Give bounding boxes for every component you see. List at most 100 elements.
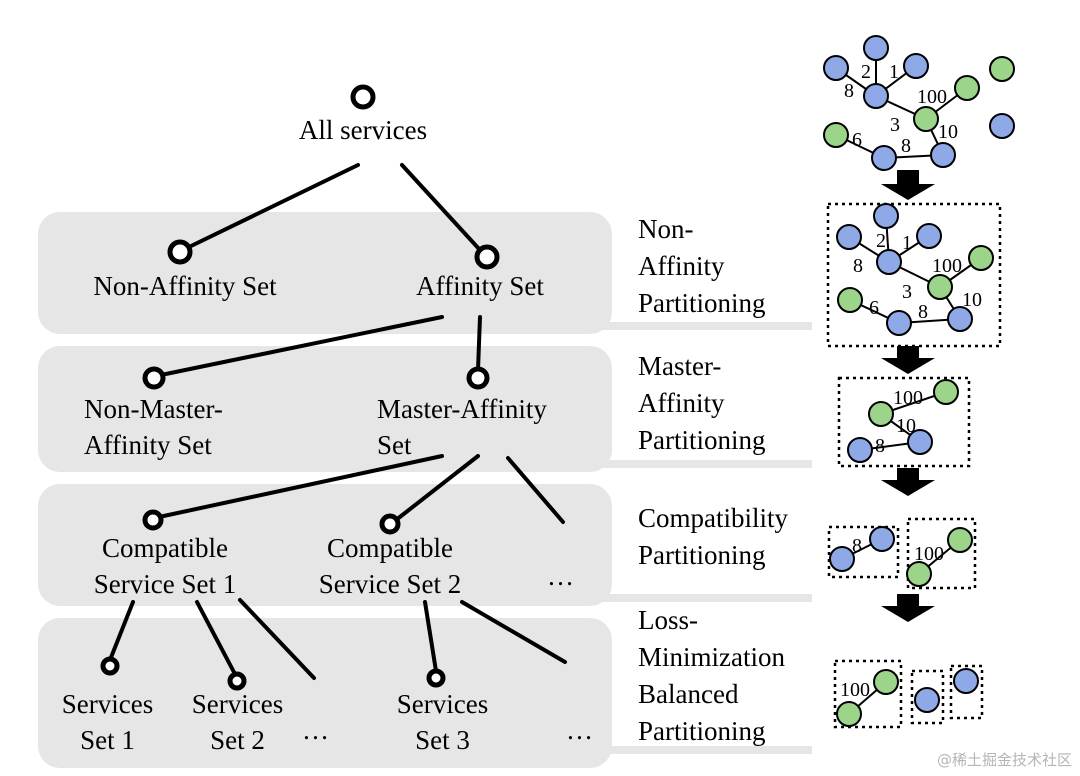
edge-weight: 100 xyxy=(893,387,923,409)
edge-master-compat2 xyxy=(394,454,480,522)
root-label: All services xyxy=(298,115,428,145)
node-affinity xyxy=(474,244,500,270)
graph-node xyxy=(947,527,973,553)
services-set-2-label: Services Set 2 xyxy=(191,689,284,755)
edge-master-ellipsis xyxy=(506,456,565,524)
edge-compat2-ellipsis xyxy=(460,600,567,664)
edge-weight: 10 xyxy=(896,415,916,437)
edge-weight: 3 xyxy=(902,281,912,303)
compatibility-partition-box-2 xyxy=(906,517,977,590)
graph-node xyxy=(933,379,959,405)
edge-compat1-ellipsis xyxy=(238,598,316,680)
band-level-4 xyxy=(38,618,612,768)
edge-weight: 8 xyxy=(852,535,862,557)
band-tail-3 xyxy=(590,594,812,602)
graph-node xyxy=(927,274,953,300)
loss-min-partition-box-2 xyxy=(910,669,945,725)
edge-master-compat1 xyxy=(157,454,444,519)
non-master-affinity-set-label: Non-Master- Affinity Set xyxy=(84,394,223,460)
edge-weight: 2 xyxy=(876,230,886,252)
edge-affinity-nonmaster xyxy=(159,315,444,377)
graph-node xyxy=(863,83,889,109)
down-arrow-1 xyxy=(881,170,935,200)
band-level-3 xyxy=(38,484,612,606)
edge-weight: 8 xyxy=(853,255,863,277)
node-master xyxy=(466,366,490,390)
loss-min-graph-1: 100 xyxy=(836,669,899,727)
graph-node xyxy=(954,75,980,101)
edge-weight: 6 xyxy=(852,129,862,151)
services-set-3-label: Services Set 3 xyxy=(396,689,489,755)
affinity-set-label: Affinity Set xyxy=(416,271,544,301)
compatible-service-set-2-label: Compatible Service Set 2 xyxy=(318,533,462,599)
edge-weight: 2 xyxy=(861,61,871,83)
graph-node xyxy=(837,287,863,313)
graph-node xyxy=(847,437,873,463)
compatible-service-set-1-label: Compatible Service Set 1 xyxy=(93,533,237,599)
graph-node xyxy=(863,35,889,61)
graph-node xyxy=(886,310,912,336)
node-root xyxy=(350,84,376,110)
edge-weight: 100 xyxy=(914,543,944,565)
band-tail-1 xyxy=(590,322,812,330)
graph-node xyxy=(903,53,929,79)
graph-node xyxy=(823,122,849,148)
edge-affinity-master xyxy=(476,315,482,372)
services-set-1-label: Services Set 1 xyxy=(61,689,154,755)
watermark: @稀土掘金技术社区 xyxy=(936,751,1072,769)
graph-node xyxy=(914,687,940,713)
loss-min-partition-box-1 xyxy=(833,659,903,729)
band-level-1 xyxy=(38,212,612,334)
band-tail-4 xyxy=(590,746,812,754)
full-graph: 2 1 8 100 3 10 6 8 xyxy=(823,35,1015,171)
down-arrow-4 xyxy=(881,594,935,622)
edge-weight: 6 xyxy=(869,297,879,319)
edge-weight: 100 xyxy=(932,255,962,277)
edge-compat1-set1 xyxy=(108,600,135,662)
graph-node xyxy=(871,145,897,171)
edge-weight: 8 xyxy=(901,135,911,157)
non-affinity-graph: 2 1 8 100 3 10 6 8 xyxy=(836,203,994,336)
edge-compat1-set2 xyxy=(195,600,238,678)
edge-weight: 100 xyxy=(917,86,947,108)
stage-non-affinity-partitioning: Non- Affinity Partitioning xyxy=(638,214,766,318)
node-nonaffinity xyxy=(167,239,193,265)
compatibility-graph-1: 8 xyxy=(829,526,895,572)
band-tail-2 xyxy=(590,460,812,468)
stage-compatibility-partitioning: Compatibility Partitioning xyxy=(638,503,789,570)
node-services-2 xyxy=(227,671,247,691)
level3-ellipsis: … xyxy=(547,561,574,591)
graph-node xyxy=(989,56,1015,82)
compatibility-partition-box-1 xyxy=(827,525,900,579)
compatibility-graph-2: 100 xyxy=(906,527,973,587)
stage-loss-minimization-balanced-partitioning: Loss- Minimization Balanced Partitioning xyxy=(638,605,785,746)
graph-node xyxy=(930,142,956,168)
stage-master-affinity-partitioning: Master- Affinity Partitioning xyxy=(638,351,766,455)
node-services-1 xyxy=(100,656,120,676)
non-affinity-set-label: Non-Affinity Set xyxy=(93,271,277,301)
edge-weight: 8 xyxy=(918,301,928,323)
graph-node xyxy=(873,669,899,695)
graph-node xyxy=(947,306,973,332)
graph-node xyxy=(873,203,899,229)
graph-node xyxy=(836,224,862,250)
node-nonmaster xyxy=(142,366,166,390)
graph-node xyxy=(953,668,979,694)
down-arrow-3 xyxy=(881,468,935,496)
graph-node xyxy=(906,561,932,587)
edge-weight: 1 xyxy=(889,61,899,83)
down-arrow-2 xyxy=(881,346,935,374)
edge-weight: 10 xyxy=(962,289,982,311)
graph-node xyxy=(913,106,939,132)
edge-root-nonaffinity xyxy=(187,163,360,249)
graph-node xyxy=(836,701,862,727)
node-compat2 xyxy=(379,513,401,535)
graph-node xyxy=(876,249,902,275)
level4-ellipsis-2: … xyxy=(566,715,593,745)
graph-node xyxy=(823,55,849,81)
edge-root-affinity xyxy=(400,163,482,252)
master-affinity-partition-box xyxy=(837,376,971,468)
edge-weight: 100 xyxy=(840,679,870,701)
